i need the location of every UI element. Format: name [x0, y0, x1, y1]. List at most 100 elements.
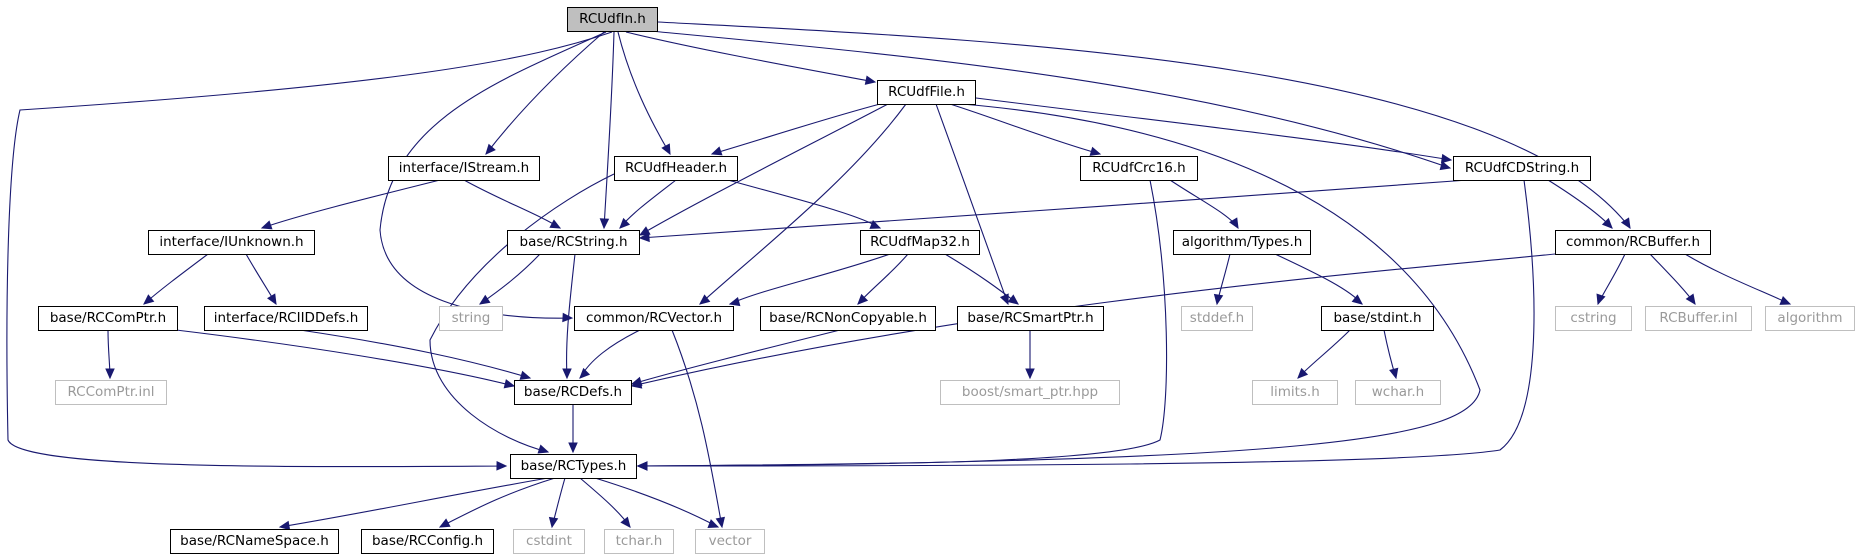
dependency-edge [463, 179, 561, 229]
dependency-edge [143, 253, 209, 305]
arrow-head-icon [1620, 217, 1631, 230]
node-stdint[interactable]: base/stdint.h [1321, 306, 1434, 331]
arrow-head-icon [548, 516, 559, 529]
dependency-edge [631, 329, 841, 385]
dependency-edge [711, 103, 881, 155]
node-cstdint[interactable]: cstdint [513, 529, 585, 554]
node-rcvector[interactable]: common/RCVector.h [574, 306, 734, 331]
dependency-edge [603, 31, 615, 229]
arrow-head-icon [620, 516, 631, 528]
dependency-edge [935, 103, 1009, 305]
node-rctypes[interactable]: base/RCTypes.h [510, 454, 637, 479]
node-rcudfin[interactable]: RCUdfIn.h [567, 7, 658, 32]
arrow-head-icon [869, 220, 882, 229]
arrow-head-icon [707, 519, 720, 529]
dependency-edge [579, 329, 641, 379]
dependency-edges [6, 21, 1792, 531]
arrow-head-icon [438, 518, 451, 528]
arrow-head-icon [485, 143, 496, 155]
dependency-edge [1547, 179, 1613, 229]
dependency-edge [639, 103, 889, 236]
node-rccomptrinl[interactable]: RCComPtr.inl [55, 380, 167, 405]
dependency-edge [1297, 329, 1351, 379]
arrow-head-icon [1025, 368, 1035, 380]
dependency-edge [637, 103, 1481, 467]
arrow-head-icon [1440, 153, 1453, 164]
node-rcconfig[interactable]: base/RCConfig.h [361, 529, 494, 554]
node-algorithm[interactable]: algorithm [1765, 306, 1855, 331]
arrow-head-icon [562, 368, 572, 380]
node-rcudffile[interactable]: RCUdfFile.h [877, 80, 976, 105]
node-types[interactable]: algorithm/Types.h [1173, 230, 1311, 255]
dependency-edge [566, 253, 576, 379]
arrow-head-icon [1213, 293, 1224, 306]
node-tchar[interactable]: tchar.h [604, 529, 674, 554]
dependency-edge [671, 329, 723, 528]
arrow-head-icon [537, 444, 550, 454]
dependency-edge [1169, 179, 1239, 229]
dependency-edge [1649, 253, 1696, 305]
dependency-edge [657, 21, 1631, 229]
node-rcdefs[interactable]: base/RCDefs.h [514, 380, 632, 405]
node-istream[interactable]: interface/IStream.h [388, 156, 540, 181]
node-rcnoncopyable[interactable]: base/RCNonCopyable.h [760, 306, 936, 331]
dependency-edge [637, 179, 1535, 467]
node-rccomptr[interactable]: base/RCComPtr.h [38, 306, 178, 331]
node-vector[interactable]: vector [695, 529, 765, 554]
node-rcsmartptr[interactable]: base/RCSmartPtr.h [957, 306, 1104, 331]
node-rcudfcrc16[interactable]: RCUdfCrc16.h [1080, 156, 1198, 181]
arrow-head-icon [661, 143, 671, 156]
arrow-head-icon [105, 368, 115, 380]
arrow-head-icon [1007, 294, 1019, 305]
arrow-head-icon [715, 516, 725, 529]
arrow-head-icon [562, 312, 574, 323]
arrow-head-icon [1351, 294, 1363, 305]
dependency-edge [949, 103, 1101, 155]
node-rcudfheader[interactable]: RCUdfHeader.h [614, 156, 738, 181]
dependency-edge [631, 253, 1556, 387]
dependency-edge [485, 31, 605, 155]
node-rcudfcdstring[interactable]: RCUdfCDString.h [1453, 156, 1591, 181]
dependency-edge [299, 329, 531, 379]
arrow-head-icon [638, 226, 651, 236]
node-limits[interactable]: limits.h [1252, 380, 1338, 405]
arrow-head-icon [143, 294, 155, 305]
arrow-head-icon [1601, 217, 1613, 229]
dependency-edge [639, 29, 1451, 169]
arrow-head-icon [496, 461, 508, 471]
arrow-head-icon [1685, 293, 1696, 306]
arrow-head-icon [1229, 217, 1239, 230]
arrow-head-icon [999, 293, 1009, 306]
node-rcudfmap32[interactable]: RCUdfMap32.h [860, 230, 980, 255]
node-cstring[interactable]: cstring [1555, 306, 1632, 331]
arrow-head-icon [699, 294, 711, 305]
arrow-head-icon [519, 370, 532, 380]
node-rcbuffer[interactable]: common/RCBuffer.h [1555, 230, 1711, 255]
dependency-edge [594, 477, 719, 528]
dependency-edge [279, 477, 549, 528]
arrow-head-icon [549, 219, 562, 229]
arrow-head-icon [579, 367, 591, 379]
node-wchar[interactable]: wchar.h [1355, 380, 1441, 405]
node-iunknown[interactable]: interface/IUnknown.h [148, 230, 315, 255]
dependency-edge [175, 329, 515, 387]
arrow-head-icon [728, 296, 741, 307]
arrow-head-icon [478, 294, 491, 305]
arrow-head-icon [267, 293, 277, 306]
arrow-head-icon [636, 461, 648, 471]
node-string[interactable]: string [439, 306, 503, 331]
node-rcnamespace[interactable]: base/RCNameSpace.h [170, 529, 339, 554]
node-rcstring[interactable]: base/RCString.h [507, 230, 640, 255]
node-rciiddefs[interactable]: interface/RCIIDDefs.h [204, 306, 368, 331]
dependency-edge [1274, 253, 1363, 305]
node-stddef[interactable]: stddef.h [1181, 306, 1253, 331]
arrow-head-icon [1779, 296, 1792, 305]
arrow-head-icon [864, 75, 877, 85]
arrow-head-icon [599, 218, 610, 230]
node-smartptr[interactable]: boost/smart_ptr.hpp [940, 380, 1120, 405]
arrow-head-icon [630, 379, 643, 389]
dependency-edge [429, 173, 615, 453]
node-rcbufferinl[interactable]: RCBuffer.inl [1645, 306, 1752, 331]
dependency-edge [1684, 253, 1791, 305]
